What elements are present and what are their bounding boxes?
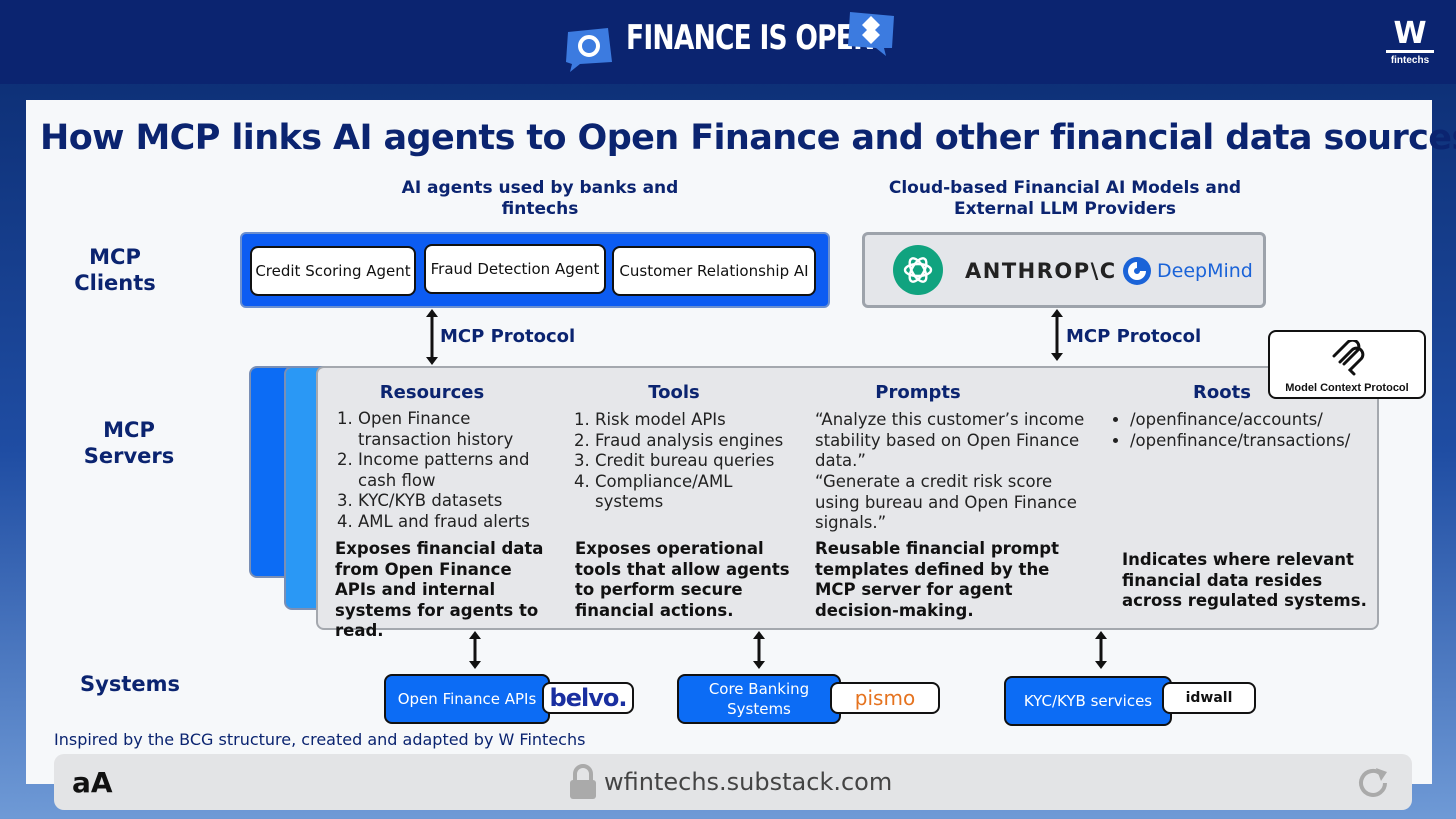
chat-bubble-icon [566,28,612,72]
credit-line: Inspired by the BCG structure, created a… [54,730,586,749]
pismo-logo: pismo [830,682,940,714]
llm-group-title: Cloud-based Financial AI Models and Exte… [888,178,1242,219]
belvo-logo: belvo. [542,682,634,714]
tools-list: Risk model APIs Fraud analysis engines C… [571,410,801,513]
mcp-logo-badge: Model Context Protocol [1268,330,1426,399]
list-item: /openfinance/transactions/ [1130,431,1370,452]
agent-fraud-detection: Fraud Detection Agent [424,244,606,294]
list-item: /openfinance/accounts/ [1130,410,1370,431]
belvo-label: belvo. [549,684,628,712]
deepmind-icon [1123,257,1151,285]
ai-agents-box: Credit Scoring Agent Fraud Detection Age… [240,232,830,308]
agent-customer-relationship: Customer Relationship AI [612,246,816,296]
tools-description: Exposes operational tools that allow age… [575,539,790,620]
llm-providers-box: ANTHROP\C DeepMind [862,232,1266,308]
reload-icon[interactable] [1354,764,1392,802]
list-item: Credit bureau queries [595,451,801,472]
page-title: How MCP links AI agents to Open Finance … [40,118,1456,158]
prompt-example-2: “Generate a credit risk score using bure… [815,472,1077,532]
system-kyc-kyb: KYC/KYB services [1004,676,1172,726]
roots-heading: Roots [1193,382,1251,403]
list-item: KYC/KYB datasets [358,491,544,512]
logo-caption: fintechs [1390,55,1430,66]
openai-icon [893,245,943,295]
system-arrow-2 [753,631,765,669]
resources-list: Open Finance transaction history Income … [334,409,544,532]
chat-diamond-icon [848,12,894,56]
mcp-icon [1332,340,1365,376]
mcp-server-box [316,366,1379,630]
idwall-logo: idwall [1162,682,1256,714]
lock-icon [570,764,596,799]
system-arrow-3 [1095,631,1107,669]
finance-is-open-brand: FINANCE IS OPEN [560,8,900,78]
tools-heading: Tools [648,382,700,403]
protocol-label-left: MCP Protocol [440,326,576,347]
text-size-button[interactable]: aA [72,766,113,799]
row-label-clients: MCP Clients [74,245,156,295]
roots-description: Indicates where relevant financial data … [1122,550,1367,610]
protocol-arrow-right [1051,309,1063,361]
row-label-servers: MCP Servers [83,418,175,468]
pismo-label: pismo [854,686,916,710]
system-arrow-1 [469,631,481,669]
deepmind-logo: DeepMind [1157,260,1253,282]
protocol-arrow-left [426,309,438,365]
brand-title: FINANCE IS OPEN [626,18,875,58]
protocol-label-right: MCP Protocol [1066,326,1202,347]
prompt-example-1: “Analyze this customer’s income stabilit… [815,410,1085,470]
mcp-logo-label: Model Context Protocol [1285,382,1409,394]
system-open-finance-apis: Open Finance APIs [384,674,550,724]
prompts-description: Reusable financial prompt templates defi… [815,539,1060,620]
list-item: Open Finance transaction history [358,409,544,450]
system-core-banking: Core Banking Systems [677,674,841,724]
resources-heading: Resources [379,382,485,403]
anthropic-logo: ANTHROP\C [965,259,1117,283]
url-text[interactable]: wfintechs.substack.com [604,768,893,796]
list-item: AML and fraud alerts [358,512,544,533]
idwall-label: idwall [1185,690,1233,706]
row-label-systems: Systems [80,672,180,696]
prompts-heading: Prompts [875,382,961,403]
logo-w: W [1393,16,1427,51]
resources-description: Exposes financial data from Open Finance… [335,539,544,640]
list-item: Income patterns and cash flow [358,450,544,491]
list-item: Compliance/AML systems [595,472,801,513]
w-fintechs-logo: W fintechs [1384,18,1436,70]
roots-list: /openfinance/accounts/ /openfinance/tran… [1110,410,1370,451]
top-banner [0,0,1456,84]
agent-credit-scoring: Credit Scoring Agent [250,246,416,296]
url-bar[interactable]: aA wfintechs.substack.com [54,754,1412,810]
agents-group-title: AI agents used by banks and fintechs [401,178,679,219]
logo-divider [1386,50,1434,53]
list-item: Risk model APIs [595,410,801,431]
list-item: Fraud analysis engines [595,431,801,452]
